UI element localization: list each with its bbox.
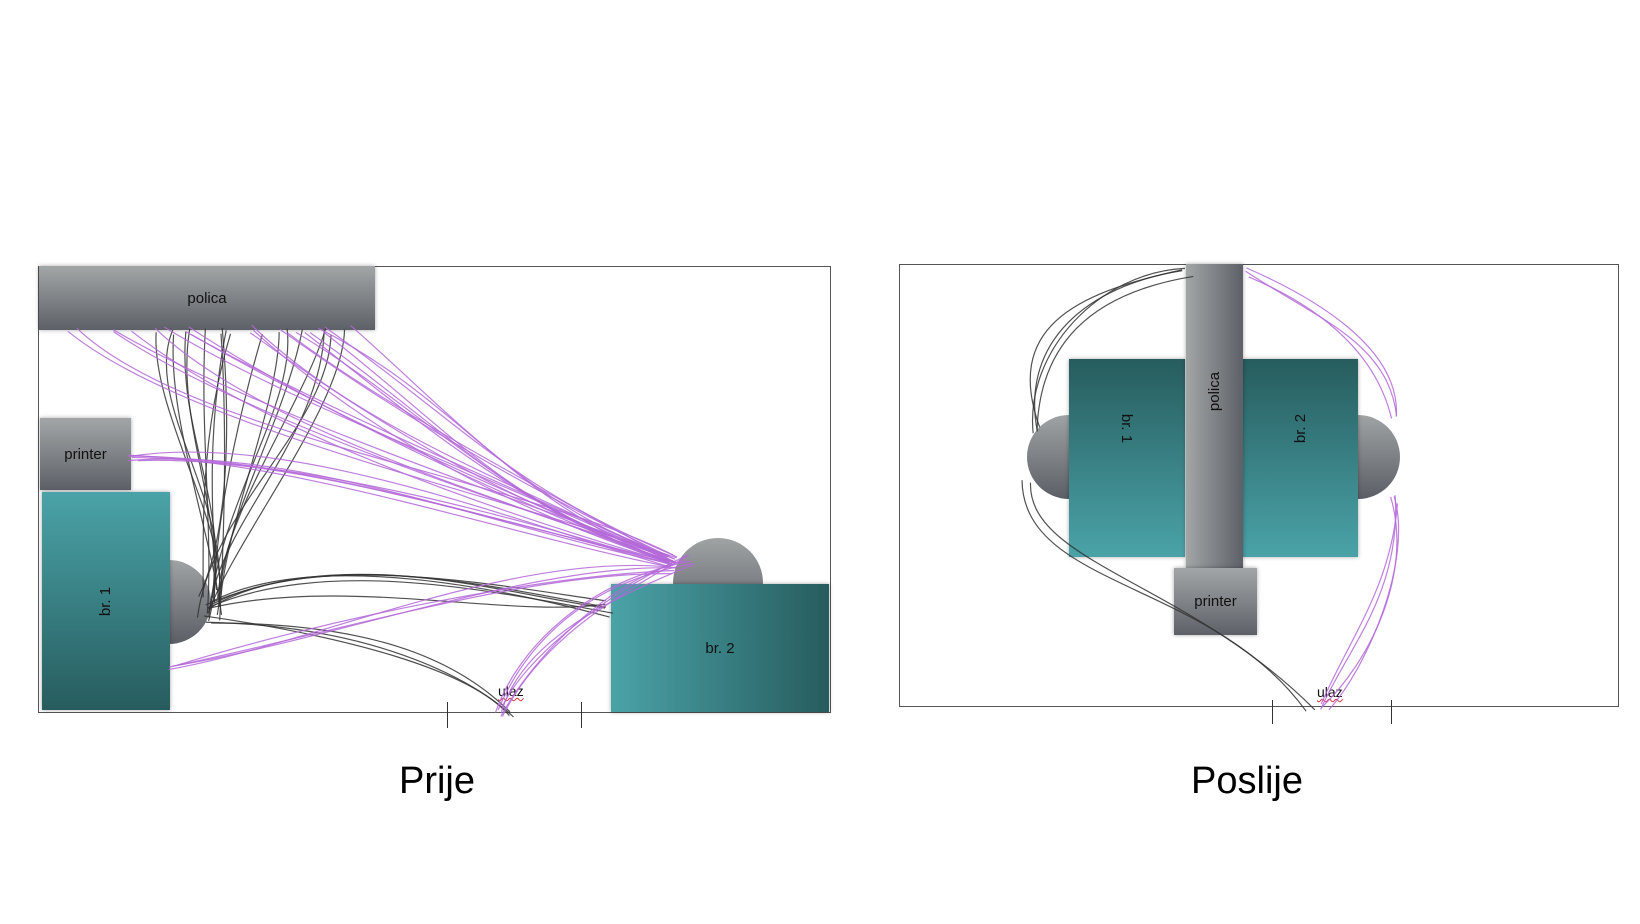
shelf-after: polica (1186, 264, 1243, 568)
desk2-after: br. 2 (1243, 359, 1358, 557)
desk2-label: br. 2 (1292, 413, 1309, 443)
desk2-before: br. 2 (611, 584, 829, 712)
caption-before: Prije (398, 760, 476, 802)
desk1-label: br. 1 (97, 586, 115, 616)
door-mark-left (1272, 700, 1273, 724)
door-mark-right (1391, 700, 1392, 724)
door-mark-right (581, 702, 582, 728)
shelf-before: polica (39, 266, 375, 330)
entrance-label: ulaz (1317, 684, 1343, 700)
printer-label: printer (1194, 593, 1237, 610)
door-mark-left (447, 702, 448, 728)
printer-label: printer (64, 445, 107, 463)
desk1-label: br. 1 (1118, 413, 1136, 443)
entrance-label: ulaz (498, 683, 524, 699)
shelf-label: polica (187, 289, 227, 307)
desk1-after: br. 1 (1069, 359, 1185, 557)
shelf-label: polica (1205, 371, 1223, 411)
desk1-before: br. 1 (42, 492, 170, 710)
caption-after: Poslije (1191, 760, 1303, 802)
printer-after: printer (1174, 568, 1257, 635)
printer-before: printer (40, 418, 131, 490)
desk2-label: br. 2 (705, 639, 735, 657)
